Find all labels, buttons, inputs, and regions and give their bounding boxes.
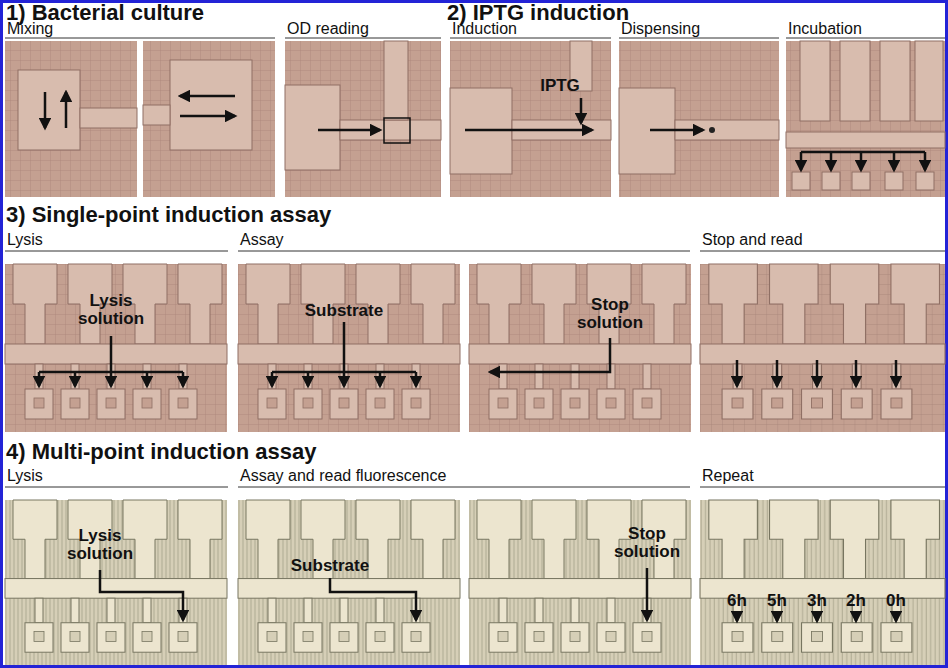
- row1-photos: [5, 41, 945, 197]
- time-label: 5h: [767, 592, 787, 610]
- reagent-label: Lysis solution: [71, 292, 151, 328]
- step-label: Lysis: [7, 232, 43, 249]
- step-label: Assay and read fluorescence: [240, 468, 446, 485]
- flow-arrows: [39, 92, 925, 621]
- step-label: Stop and read: [702, 232, 803, 249]
- step-label: Lysis: [7, 468, 43, 485]
- step-label: OD reading: [287, 21, 369, 38]
- step-label: Induction: [452, 21, 517, 38]
- step-label: Assay: [240, 232, 284, 249]
- reagent-label: Stop solution: [570, 296, 650, 332]
- panel-heading: 3) Single-point induction assay: [6, 203, 331, 226]
- panel-heading: 4) Multi-point induction assay: [6, 440, 316, 463]
- step-label: Dispensing: [621, 21, 700, 38]
- time-label: 2h: [846, 592, 866, 610]
- time-label: 0h: [886, 592, 906, 610]
- time-label: 6h: [727, 592, 747, 610]
- row2-photos: [5, 264, 945, 432]
- step-label: Incubation: [788, 21, 862, 38]
- reagent-label: IPTG: [540, 77, 580, 95]
- reagent-label: Substrate: [305, 302, 383, 320]
- time-label: 3h: [807, 592, 827, 610]
- row3-photos: [5, 500, 945, 665]
- reagent-label: Substrate: [291, 557, 369, 575]
- step-label: Repeat: [702, 468, 754, 485]
- reagent-label: Lysis solution: [60, 527, 140, 563]
- step-label: Mixing: [7, 21, 53, 38]
- section-underlines: [5, 38, 945, 487]
- reagent-label: Stop solution: [607, 525, 687, 561]
